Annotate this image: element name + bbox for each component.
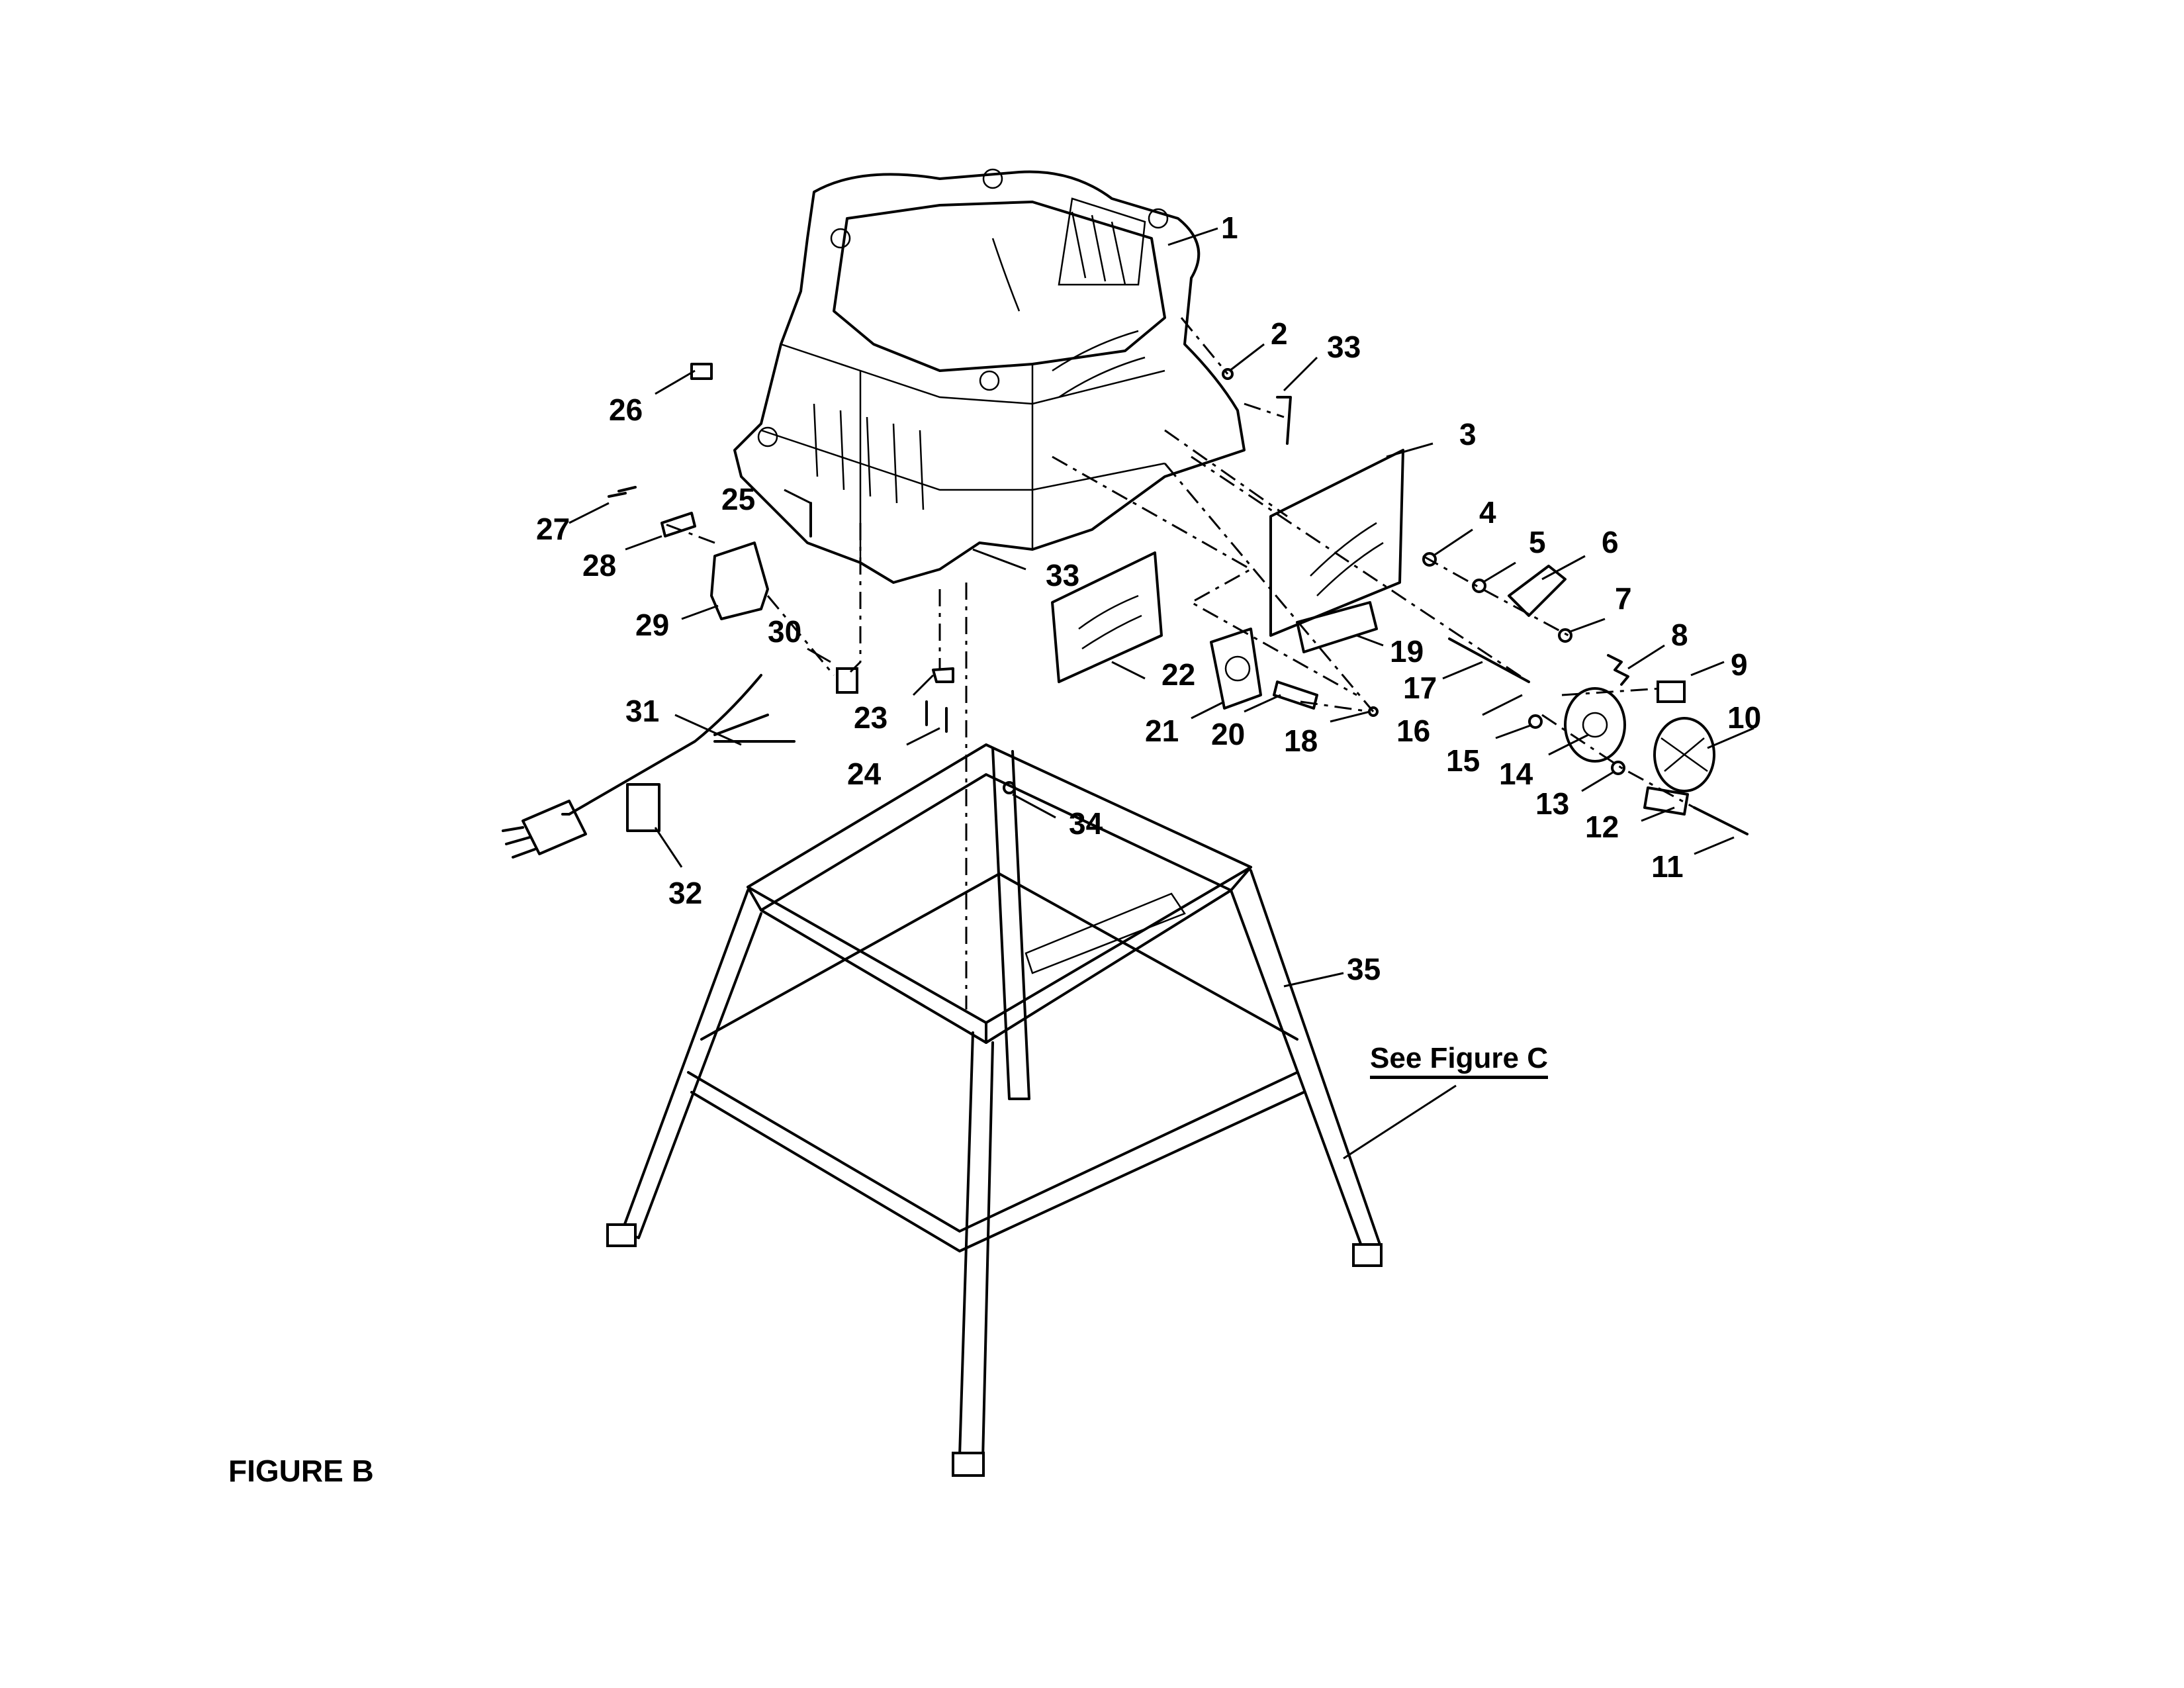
pin-part-20 [1273,680,1318,710]
label-part-19 [1296,601,1378,653]
lock-knob-part-6 [1508,565,1567,617]
callout-5: 5 [1529,525,1546,559]
bolt-part-11 [1693,806,1749,835]
power-cord-part-31 [502,674,796,859]
figure-label: FIGURE B [228,1454,374,1488]
foot-cap-left [606,1223,637,1247]
bolt-part-33 [1276,396,1292,445]
screws-part-24 [925,700,948,733]
handwheel-part-10 [1653,717,1715,792]
handwheel-part-14 [1564,687,1626,763]
callout-leader-lines [569,227,1754,1160]
callout-33-upper: 33 [1327,330,1361,364]
assembly-lines [661,317,1695,1009]
callout-3: 3 [1459,417,1477,451]
washer-part-13 [1611,761,1625,775]
housing-bolt-holes [757,168,1169,447]
foot-cap-front [952,1452,985,1477]
callout-26: 26 [609,393,643,427]
nut-part-2 [1222,368,1234,380]
callout-25: 25 [721,482,755,516]
callout-numbers: 1 2 3 4 5 6 7 8 9 10 11 12 13 14 15 16 1… [536,211,1761,986]
callout-24: 24 [847,757,882,791]
callout-23: 23 [854,700,887,735]
housing-vent-slots [813,211,1126,510]
plate-part-22 [1051,551,1163,683]
strain-relief-part-30 [836,667,858,694]
washer-part-4 [1422,552,1437,567]
callout-18: 18 [1284,724,1318,758]
callout-27: 27 [536,512,570,546]
switch-box-part-29 [710,541,769,620]
bevel-plate-part-3 [1269,449,1404,637]
callout-34: 34 [1069,806,1103,841]
see-figure-c-reference: See Figure C [1370,1042,1548,1080]
callout-35: 35 [1347,952,1381,986]
callout-19: 19 [1390,634,1424,669]
callout-6: 6 [1602,525,1619,559]
callout-12: 12 [1585,810,1619,844]
label-part-26 [690,363,713,380]
cord-tag-part-32 [626,783,660,832]
callout-33-lower: 33 [1046,558,1079,592]
callout-30: 30 [768,614,801,649]
spacer-part-9 [1657,680,1686,703]
leg-stand-part-35 [606,743,1383,1477]
callout-31: 31 [625,694,659,728]
nut-part-34 [1003,781,1016,794]
callout-8: 8 [1671,618,1688,652]
switch-plate-part-28 [660,512,696,538]
callout-14: 14 [1499,757,1533,791]
spring-part-8 [1607,654,1629,686]
callout-4: 4 [1479,495,1496,530]
screws-part-27 [608,486,637,498]
plug [522,800,587,855]
callout-10: 10 [1727,700,1761,735]
shaft-part-17 [1448,637,1530,683]
callout-15: 15 [1446,743,1480,778]
washer-part-15 [1528,714,1543,729]
callout-22: 22 [1161,657,1195,692]
washer-part-7 [1558,628,1572,643]
callout-7: 7 [1615,581,1632,616]
callout-11: 11 [1651,849,1684,884]
callout-2: 2 [1271,316,1288,351]
callout-28: 28 [582,548,616,583]
callout-29: 29 [635,608,669,642]
callout-16: 16 [1396,714,1430,748]
callout-21: 21 [1145,714,1179,748]
foot-cap-right [1352,1243,1383,1267]
callout-13: 13 [1535,786,1569,821]
callout-1: 1 [1221,211,1238,245]
washer-part-5 [1472,579,1486,593]
callout-9: 9 [1731,647,1748,682]
bracket-part-21 [1210,628,1262,710]
callout-20: 20 [1211,717,1245,751]
callout-17: 17 [1403,671,1437,705]
callout-32: 32 [668,876,702,910]
clip-part-23 [932,667,954,683]
handle-part-12 [1643,786,1689,816]
housing-base-part-1 [733,168,1246,584]
